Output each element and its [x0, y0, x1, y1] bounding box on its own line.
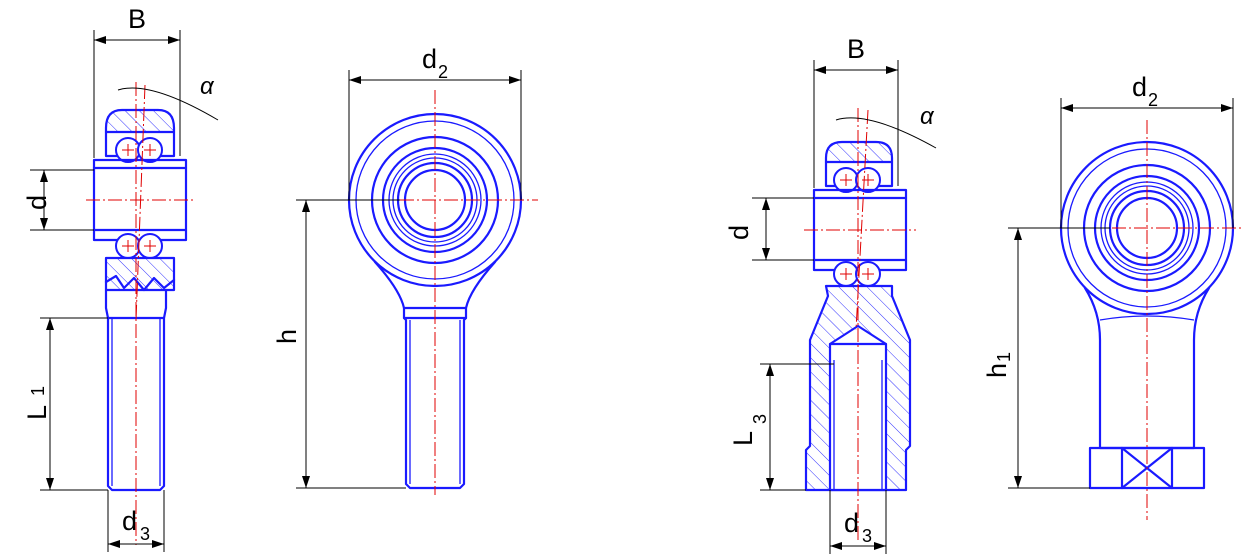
label-h1-sub: 1: [994, 352, 1014, 362]
label-h1: h: [982, 363, 1012, 378]
view-female-front: [1008, 98, 1242, 520]
view-male-side: [30, 30, 219, 552]
label-d3-female-sub: 3: [862, 526, 872, 546]
label-d3-male-sub: 3: [140, 524, 150, 544]
label-d2-male-sub: 2: [438, 62, 448, 82]
label-alpha-female: α: [920, 103, 935, 130]
label-l3-sub: 3: [750, 414, 770, 424]
dimension-labels: B α d L 1 d 3 d 2 h B α d L 3 d 3 d 2 h …: [22, 4, 1158, 546]
label-l3: L: [728, 431, 758, 446]
label-b-female: B: [847, 34, 865, 64]
view-male-front: [296, 70, 538, 495]
label-d-female: d: [724, 225, 754, 240]
label-b-male: B: [128, 4, 146, 34]
view-female-side: [752, 60, 937, 554]
label-d3-male: d: [122, 506, 137, 536]
label-d3-female: d: [844, 508, 859, 538]
label-l1: L: [22, 405, 52, 420]
label-d2-male: d: [422, 44, 437, 74]
label-l1-sub: 1: [28, 386, 48, 396]
label-alpha-male: α: [200, 73, 215, 100]
label-h: h: [272, 329, 302, 344]
label-d2-female: d: [1132, 72, 1147, 102]
label-d2-female-sub: 2: [1148, 90, 1158, 110]
label-d-male: d: [22, 195, 52, 210]
